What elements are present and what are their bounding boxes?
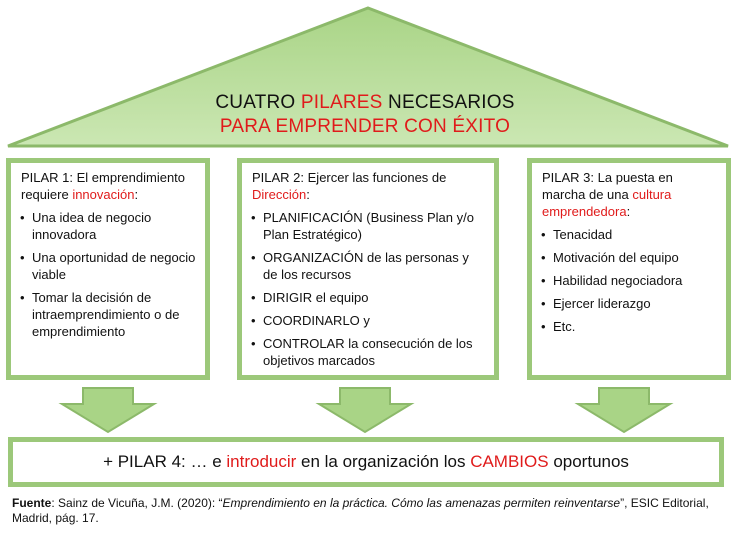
list-item: DIRIGIR el equipo xyxy=(250,289,486,306)
list-item: Una oportunidad de negocio viable xyxy=(19,249,197,283)
pillar-1-list: Una idea de negocio innovadora Una oport… xyxy=(19,209,197,340)
source-citation: Fuente: Sainz de Vicuña, J.M. (2020): “E… xyxy=(12,496,709,525)
down-arrow-icon xyxy=(58,387,158,434)
pillar-1-box: PILAR 1: El emprendimiento requiere inno… xyxy=(6,158,210,380)
list-item: Tenacidad xyxy=(540,226,718,243)
list-item: COORDINARLO y xyxy=(250,312,486,329)
list-item: PLANIFICACIÓN (Business Plan y/o Plan Es… xyxy=(250,209,486,243)
pillar-2-list: PLANIFICACIÓN (Business Plan y/o Plan Es… xyxy=(250,209,486,369)
pillar-3-list: Tenacidad Motivación del equipo Habilida… xyxy=(540,226,718,335)
list-item: Una idea de negocio innovadora xyxy=(19,209,197,243)
list-item: ORGANIZACIÓN de las personas y de los re… xyxy=(250,249,486,283)
pillar-2-heading: PILAR 2: Ejercer las funciones de Direcc… xyxy=(252,170,447,202)
roof-triangle xyxy=(7,6,729,148)
list-item: Ejercer liderazgo xyxy=(540,295,718,312)
down-arrow-icon xyxy=(315,387,415,434)
list-item: Tomar la decisión de intraemprendimiento… xyxy=(19,289,197,340)
diagram-subtitle: PARA EMPRENDER CON ÉXITO xyxy=(219,116,511,137)
list-item: CONTROLAR la consecución de los objetivo… xyxy=(250,335,486,369)
list-item: Habilidad negociadora xyxy=(540,272,718,289)
pillar-3-box: PILAR 3: La puesta en marcha de una cult… xyxy=(527,158,731,380)
down-arrow-icon xyxy=(574,387,674,434)
pillar-2-box: PILAR 2: Ejercer las funciones de Direcc… xyxy=(237,158,499,380)
pillar-1-heading: PILAR 1: El emprendimiento requiere inno… xyxy=(21,170,186,202)
pillar-4-box: + PILAR 4: … e introducir en la organiza… xyxy=(8,437,724,487)
list-item: Motivación del equipo xyxy=(540,249,718,266)
pillar-3-heading: PILAR 3: La puesta en marcha de una cult… xyxy=(542,170,673,219)
list-item: Etc. xyxy=(540,318,718,335)
diagram-title: CUATRO PILARES NECESARIOS xyxy=(215,92,515,113)
